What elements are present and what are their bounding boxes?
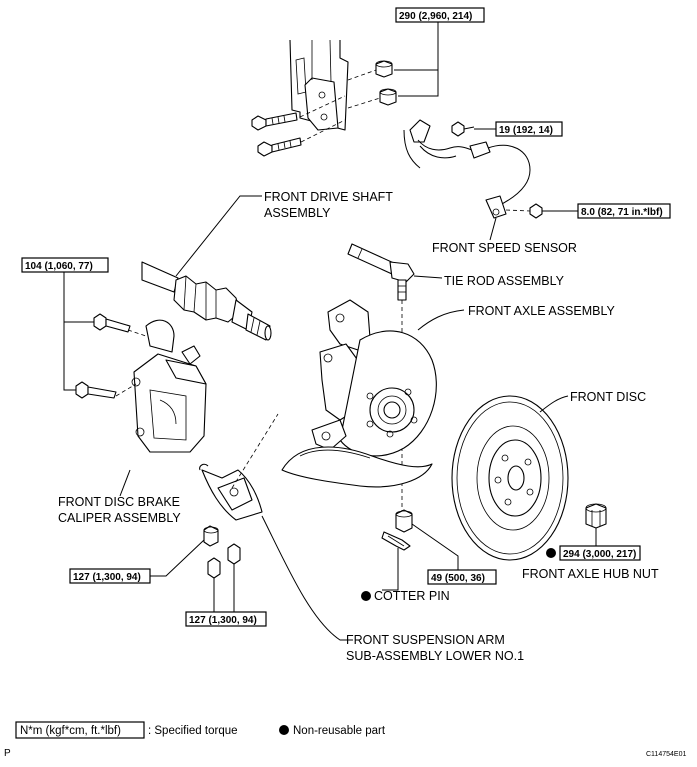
label-speed-sensor: FRONT SPEED SENSOR xyxy=(432,241,577,255)
label-axle-assembly: FRONT AXLE ASSEMBLY xyxy=(468,304,615,318)
torque-arm-bolt: 127 (1,300, 94) xyxy=(69,568,151,584)
drive-shaft xyxy=(141,261,272,341)
leader-caliper xyxy=(119,469,131,497)
tie-rod xyxy=(347,243,415,301)
arm-nut-left xyxy=(207,557,221,579)
caliper-bolt-lower xyxy=(75,381,117,399)
label-arm-1: FRONT SUSPENSION ARM xyxy=(346,633,505,647)
torque-arm-nuts: 127 (1,300, 94) xyxy=(185,611,267,627)
leader-arm xyxy=(261,515,352,641)
svg-text:127 (1,300, 94): 127 (1,300, 94) xyxy=(189,615,257,626)
svg-text:8.0 (82, 71 in.*lbf): 8.0 (82, 71 in.*lbf) xyxy=(581,207,663,218)
caliper-assembly xyxy=(131,319,207,453)
label-drive-shaft-1: FRONT DRIVE SHAFT xyxy=(264,190,393,204)
svg-text:290 (2,960, 214): 290 (2,960, 214) xyxy=(399,11,472,22)
figure-code: C114754E01 xyxy=(646,751,686,758)
cotter-pin xyxy=(381,531,411,551)
strut-bolt-lower xyxy=(257,137,302,157)
leader-tie-rod-nut xyxy=(411,523,459,570)
leader-caliper-torque xyxy=(63,272,94,391)
front-axle-assembly xyxy=(281,299,437,488)
svg-text:294 (3,000, 217): 294 (3,000, 217) xyxy=(563,549,636,560)
speed-sensor-bolt xyxy=(505,203,543,219)
leader-arm-bolt xyxy=(148,539,205,577)
label-tie-rod: TIE ROD ASSEMBLY xyxy=(444,274,565,288)
legend-torque-text: : Specified torque xyxy=(148,725,238,737)
front-axle-hub-nut xyxy=(585,503,607,529)
torque-caliper-bolts: 104 (1,060, 77) xyxy=(21,257,109,273)
label-caliper-2: CALIPER ASSEMBLY xyxy=(58,511,181,525)
svg-text:104 (1,060, 77): 104 (1,060, 77) xyxy=(25,261,93,272)
leader-axle xyxy=(417,309,465,331)
page-letter: P xyxy=(4,748,11,759)
svg-text:49 (500, 36): 49 (500, 36) xyxy=(431,573,485,584)
nonreusable-dot-cotter xyxy=(361,591,371,601)
label-cotter-pin: COTTER PIN xyxy=(374,589,450,603)
nonreusable-dot-hub-nut xyxy=(546,548,556,558)
svg-text:127 (1,300, 94): 127 (1,300, 94) xyxy=(73,572,141,583)
leader-drive-shaft xyxy=(175,195,262,277)
torque-strut-bolts: 290 (2,960, 214) xyxy=(395,7,485,23)
leader-cotter xyxy=(382,548,399,591)
strut-bolt-upper xyxy=(251,112,298,131)
caliper-bolt-upper xyxy=(93,313,131,333)
label-front-disc: FRONT DISC xyxy=(570,390,646,404)
leader-strut xyxy=(394,20,439,97)
label-caliper-1: FRONT DISC BRAKE xyxy=(58,495,180,509)
svg-text:19 (192, 14): 19 (192, 14) xyxy=(499,125,553,136)
legend: N*m (kgf*cm, ft.*lbf) : Specified torque… xyxy=(15,721,386,739)
leader-speed-sensor xyxy=(489,217,497,241)
label-hub-nut: FRONT AXLE HUB NUT xyxy=(522,567,659,581)
speed-sensor-harness xyxy=(403,119,531,219)
lower-suspension-arm xyxy=(199,463,263,521)
tie-rod-nut xyxy=(395,509,413,533)
torque-speed-sensor: 8.0 (82, 71 in.*lbf) xyxy=(577,203,671,219)
leader-tie-rod xyxy=(413,275,443,279)
legend-nonreusable-text: Non-reusable part xyxy=(293,725,386,737)
arm-bolt xyxy=(203,525,219,547)
strut-nut-upper xyxy=(375,60,393,78)
filled-circle-icon xyxy=(279,725,289,735)
torque-hub-nut: 294 (3,000, 217) xyxy=(546,545,641,561)
legend-torque-box xyxy=(15,721,145,739)
leader-arm-nuts xyxy=(213,564,235,612)
arm-nut-right xyxy=(227,543,241,565)
leader-disc xyxy=(539,395,569,413)
strut-nut-lower xyxy=(379,88,397,106)
label-arm-2: SUB-ASSEMBLY LOWER NO.1 xyxy=(346,649,524,663)
label-drive-shaft-2: ASSEMBLY xyxy=(264,206,331,220)
torque-tie-rod-nut: 49 (500, 36) xyxy=(427,569,497,585)
legend-torque-unit: N*m (kgf*cm, ft.*lbf) xyxy=(20,725,121,737)
sensor-bracket-bolt xyxy=(451,121,475,137)
front-disc xyxy=(451,395,569,561)
torque-sensor-bracket: 19 (192, 14) xyxy=(495,121,563,137)
strut-bracket xyxy=(289,39,349,131)
